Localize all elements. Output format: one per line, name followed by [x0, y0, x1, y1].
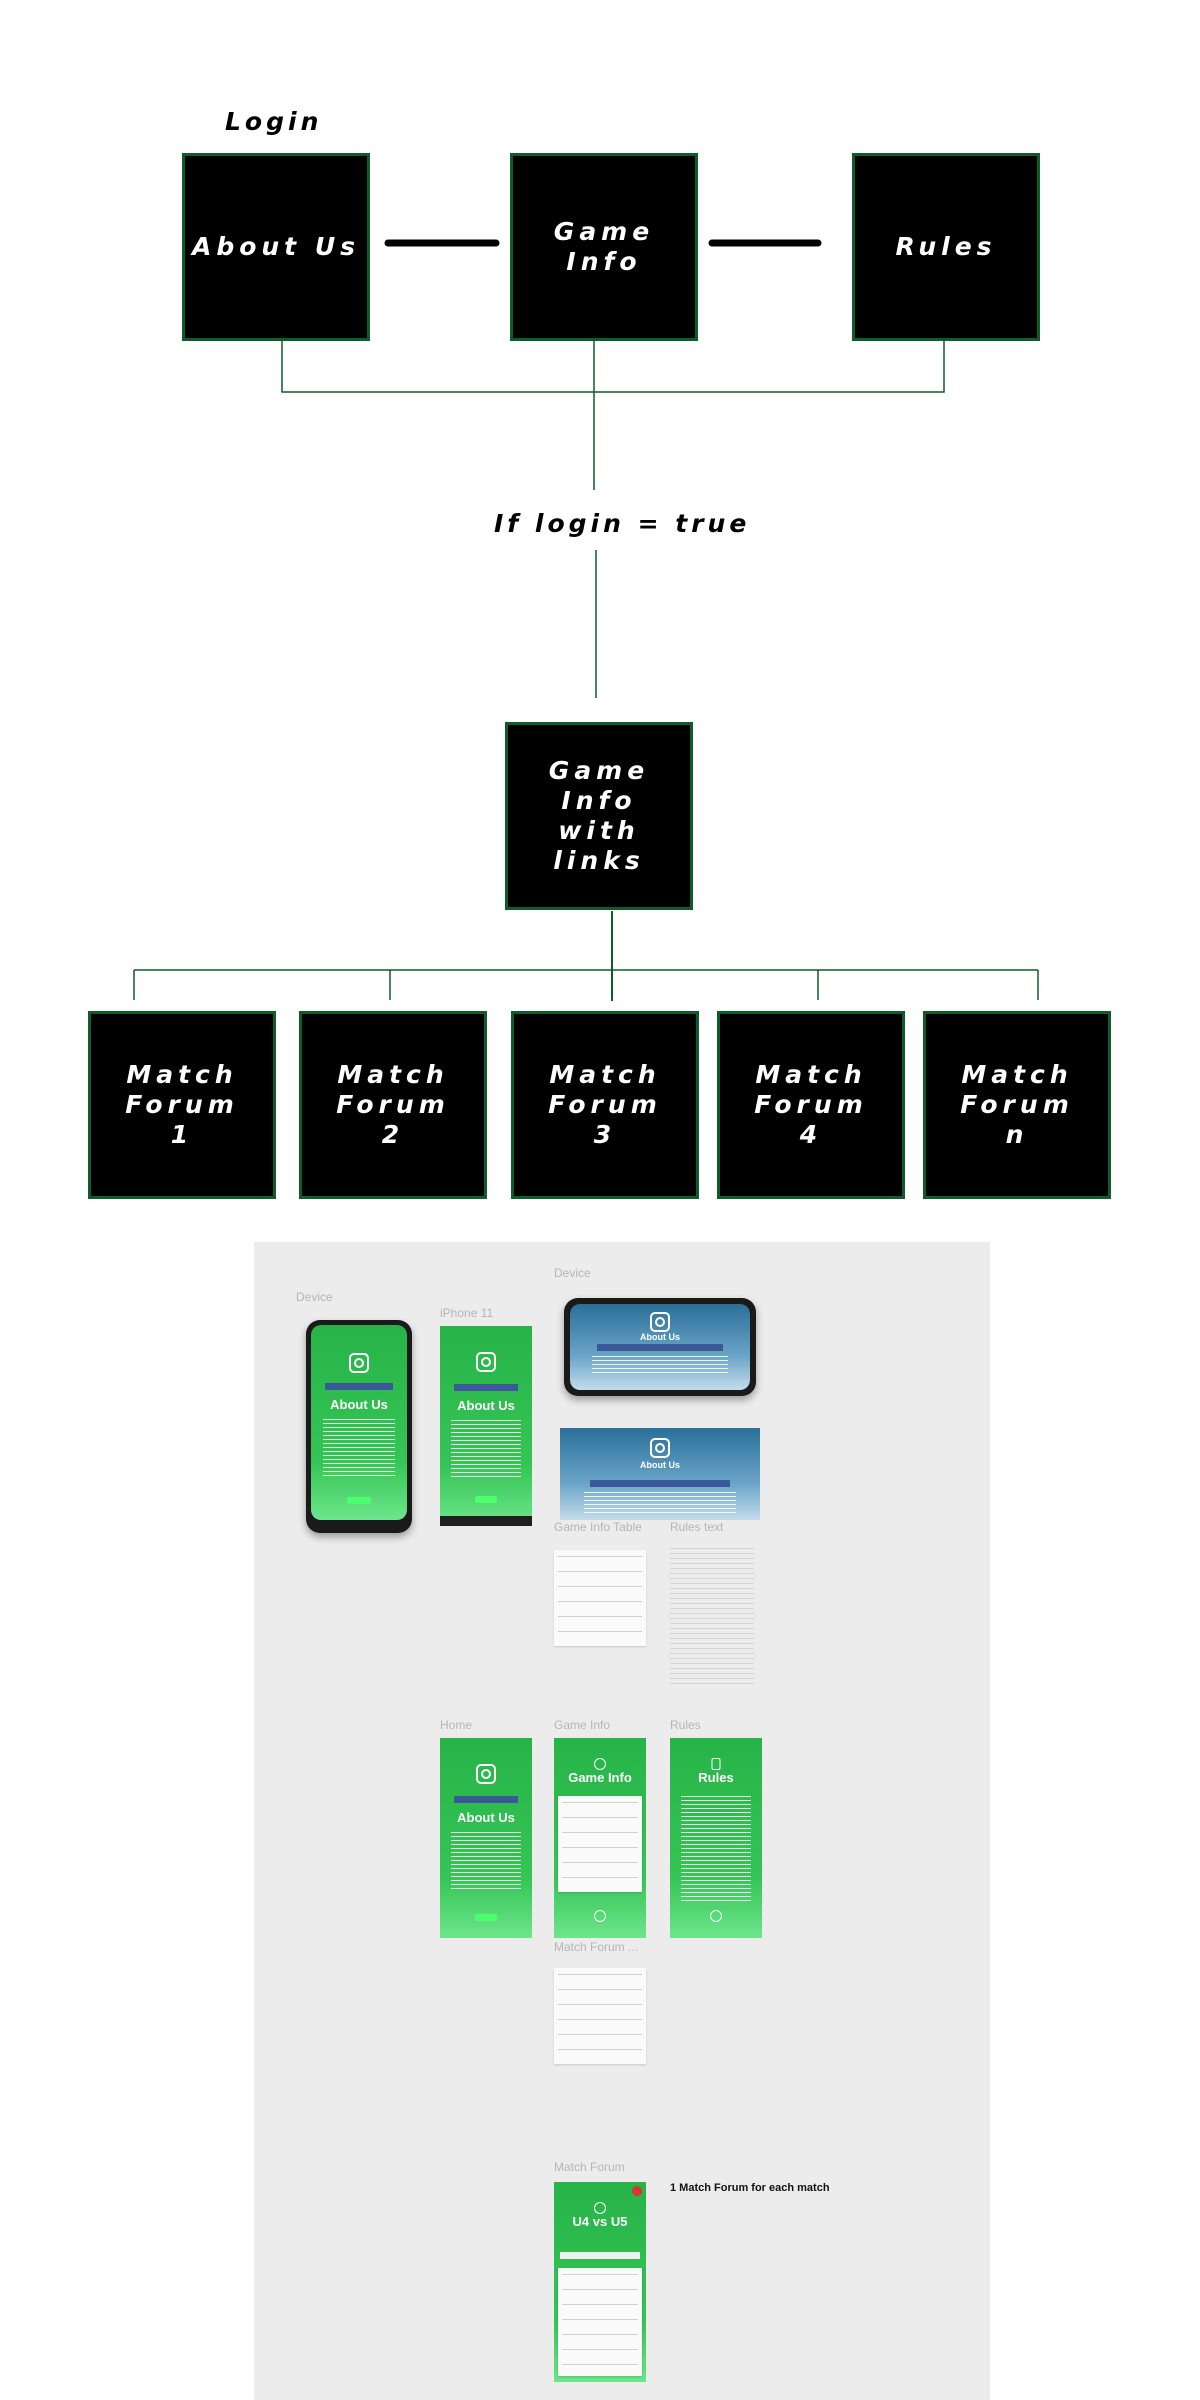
table-rows	[562, 2274, 638, 2372]
frame-label-rules-text[interactable]: Rules text	[670, 1520, 724, 1534]
design-canvas[interactable]: Device About Us iPhone 11 About Us Devic…	[254, 1242, 990, 2400]
info-icon	[710, 1910, 722, 1922]
game-info-table[interactable]	[554, 1550, 646, 1646]
node-match-forum-2: Match Forum 2	[299, 1011, 487, 1199]
green-button	[474, 1496, 498, 1503]
info-icon	[594, 1910, 606, 1922]
instagram-icon	[650, 1438, 670, 1458]
frame-label-game-info[interactable]: Game Info	[554, 1718, 611, 1732]
body-text	[451, 1420, 521, 1480]
screen-title: About Us	[640, 1332, 680, 1342]
flowchart-connectors	[133, 239, 1039, 1001]
tab-bar	[440, 1516, 532, 1526]
instagram-icon	[476, 1352, 496, 1372]
screen-title: About Us	[640, 1460, 680, 1470]
iphone-screen[interactable]: About Us	[440, 1326, 532, 1526]
frame-label-match-forum-table[interactable]: Match Forum ...	[554, 1940, 639, 1954]
landscape-screen[interactable]: About Us	[560, 1428, 760, 1520]
node-about-us: About Us	[182, 153, 370, 341]
screen-title: About Us	[457, 1810, 515, 1825]
frame-label-home[interactable]: Home	[440, 1718, 473, 1732]
screen-title: About Us	[457, 1398, 515, 1413]
node-game-info: Game Info	[510, 153, 698, 341]
game-info-table-embedded	[558, 1796, 642, 1892]
frame-label-game-info-table[interactable]: Game Info Table	[554, 1520, 642, 1534]
device-portrait-frame[interactable]: About Us	[306, 1320, 412, 1533]
rules-text-block[interactable]	[670, 1548, 754, 1684]
table-rows	[558, 1556, 642, 1642]
instagram-icon	[650, 1312, 670, 1332]
screen-title: Rules	[698, 1770, 734, 1785]
frame-label-device-landscape[interactable]: Device	[554, 1266, 591, 1280]
info-icon	[594, 1758, 606, 1770]
table-rows	[562, 1802, 638, 1888]
device-landscape-screen: About Us	[570, 1304, 750, 1390]
user-avatar-icon	[632, 2186, 642, 2196]
device-landscape-frame[interactable]: About Us	[564, 1298, 756, 1396]
facebook-login-bar	[453, 1796, 519, 1803]
frame-label-rules[interactable]: Rules	[670, 1718, 701, 1732]
node-game-info-with-links: Game Info with links	[505, 722, 693, 910]
match-title: U4 vs U5	[572, 2214, 628, 2229]
game-info-screen[interactable]: Game Info	[554, 1738, 646, 1938]
frame-label-device[interactable]: Device	[296, 1290, 333, 1304]
table-rows	[558, 1974, 642, 2060]
rules-screen[interactable]: Rules	[670, 1738, 762, 1938]
info-icon	[594, 2202, 606, 2214]
body-text	[322, 1419, 396, 1479]
screen-title: About Us	[330, 1397, 388, 1412]
forum-table-embedded	[558, 2268, 642, 2376]
node-rules: Rules	[852, 153, 1040, 341]
login-label: Login	[225, 107, 323, 136]
facebook-login-bar	[453, 1384, 519, 1391]
green-button	[474, 1914, 498, 1921]
facebook-login-bar	[590, 1480, 730, 1487]
facebook-login-bar	[325, 1383, 393, 1390]
facebook-login-bar	[597, 1344, 723, 1351]
screen-title: Game Info	[568, 1770, 632, 1785]
top-bracket	[281, 340, 945, 393]
rules-body-text	[681, 1796, 751, 1902]
match-forum-note: 1 Match Forum for each match	[670, 2182, 830, 2194]
match-forum-screen[interactable]: U4 vs U5	[554, 2182, 646, 2382]
home-screen[interactable]: About Us	[440, 1738, 532, 1938]
instagram-icon	[349, 1353, 369, 1373]
device-portrait-screen: About Us	[311, 1325, 407, 1520]
search-bar	[559, 2252, 641, 2259]
node-match-forum-4: Match Forum 4	[717, 1011, 905, 1199]
node-match-forum-1: Match Forum 1	[88, 1011, 276, 1199]
instagram-icon	[476, 1764, 496, 1784]
green-button	[347, 1497, 371, 1504]
body-text	[451, 1832, 521, 1892]
frame-label-iphone[interactable]: iPhone 11	[440, 1306, 494, 1320]
frame-label-match-forum[interactable]: Match Forum	[554, 2160, 625, 2174]
body-text	[584, 1492, 736, 1514]
node-match-forum-n: Match Forum n	[923, 1011, 1111, 1199]
phone-icon	[711, 1758, 721, 1770]
match-forum-table[interactable]	[554, 1968, 646, 2064]
condition-label: If login = true	[494, 509, 751, 538]
node-match-forum-3: Match Forum 3	[511, 1011, 699, 1199]
body-text	[591, 1356, 729, 1376]
